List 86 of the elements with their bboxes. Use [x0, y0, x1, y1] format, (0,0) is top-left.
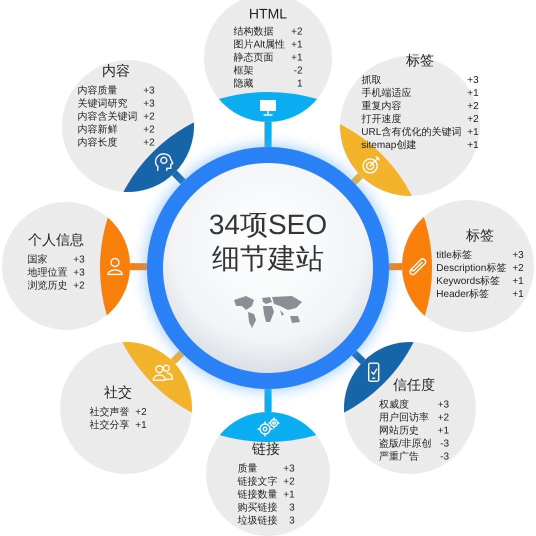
factor-label: 权威度 — [378, 400, 410, 412]
factor-label: 链接文字 — [237, 476, 278, 488]
score-value: +2 — [438, 412, 450, 424]
factor-label: 重复内容 — [361, 101, 402, 113]
factor-label: 国家 — [27, 254, 48, 266]
factor-label: 浏览历史 — [27, 280, 68, 292]
score-value: +1 — [512, 289, 524, 301]
score-value: +1 — [467, 140, 479, 152]
score-value: +3 — [467, 75, 479, 87]
factor-label: 网站历史 — [378, 426, 420, 438]
factor-label: 内容质量 — [77, 86, 118, 98]
score-value: +2 — [135, 407, 147, 419]
connector — [352, 350, 366, 364]
score-value: +1 — [512, 276, 524, 288]
score-value: +2 — [283, 476, 295, 488]
factor-label: 盗版/非原创 — [378, 438, 432, 450]
factor-label: 结构数据 — [233, 26, 274, 38]
score-value: -3 — [439, 438, 450, 450]
connector — [388, 263, 402, 270]
factor-label: 图片Alt属性 — [233, 40, 286, 52]
score-value: +1 — [467, 127, 479, 139]
connector — [172, 170, 186, 184]
factor-label: 用户回访率 — [378, 412, 430, 424]
factor-label: 静态页面 — [233, 52, 274, 64]
score-value: -3 — [439, 452, 450, 464]
factor-label: 关键词研究 — [77, 98, 128, 110]
score-value: +3 — [283, 464, 295, 476]
factor-label: 隐藏 — [233, 78, 254, 90]
category-heading: 社交 — [103, 384, 133, 402]
score-value: +2 — [467, 101, 479, 113]
score-value: +1 — [467, 88, 479, 100]
score-value: +1 — [438, 426, 450, 438]
category-heading: 信任度 — [392, 376, 436, 394]
factor-label: 社交声誉 — [89, 407, 130, 419]
factor-label: 购买链接 — [237, 502, 278, 514]
factor-label: Description标签 — [436, 263, 506, 275]
score-value: +3 — [143, 86, 155, 98]
score-value: +2 — [512, 263, 524, 275]
factor-label: Keywords标签 — [436, 276, 502, 288]
category-heading: 个人信息 — [27, 232, 85, 250]
score-value: +3 — [73, 268, 85, 280]
score-value: 3 — [288, 502, 295, 514]
factor-label: 链接数量 — [237, 490, 278, 502]
category-heading: 标签 — [465, 227, 495, 245]
score-value: +1 — [135, 420, 147, 432]
score-value: +3 — [438, 400, 450, 412]
hub-title: 34项SEO细节建站 — [208, 208, 328, 276]
connector — [351, 173, 363, 185]
factor-label: 地理位置 — [27, 268, 68, 280]
score-value: +3 — [73, 254, 85, 266]
category-heading: HTML — [248, 6, 288, 22]
connector — [170, 350, 184, 364]
factor-label: 社交分享 — [89, 420, 130, 432]
score-value: -2 — [292, 66, 303, 78]
factor-label: 内容长度 — [77, 138, 118, 150]
score-value: +2 — [467, 114, 479, 126]
score-value: 3 — [288, 516, 295, 528]
factor-label: 抓取 — [361, 75, 382, 87]
factor-label: 内容含关键词 — [77, 112, 138, 124]
factor-label: 垃圾链接 — [237, 516, 278, 528]
score-value: +1 — [291, 40, 303, 52]
factor-label: 内容新鲜 — [77, 124, 118, 136]
category-heading: 链接 — [251, 440, 281, 458]
connector — [130, 263, 148, 270]
factor-label: 严重广告 — [378, 452, 420, 464]
score-value: +2 — [143, 112, 155, 124]
score-value: +2 — [143, 138, 155, 150]
factor-label: URL含有优化的关键词 — [361, 127, 462, 139]
factor-label: 手机端适应 — [361, 88, 412, 100]
score-value: 1 — [296, 78, 303, 90]
category-heading: 标签 — [405, 52, 435, 70]
score-value: +1 — [291, 52, 303, 64]
connector — [264, 389, 272, 412]
score-value: +1 — [283, 490, 295, 502]
score-value: +2 — [73, 280, 85, 292]
score-value: +2 — [291, 26, 303, 38]
score-value: +2 — [143, 124, 155, 136]
factor-label: 质量 — [237, 464, 258, 476]
connector — [264, 122, 272, 147]
score-value: +3 — [512, 250, 524, 262]
score-value: +3 — [143, 98, 155, 110]
factor-label: 打开速度 — [361, 114, 402, 126]
factor-label: title标签 — [436, 250, 473, 262]
factor-label: 框架 — [233, 66, 254, 78]
factor-label: Header标签 — [436, 289, 490, 301]
category-heading: 内容 — [101, 62, 131, 80]
